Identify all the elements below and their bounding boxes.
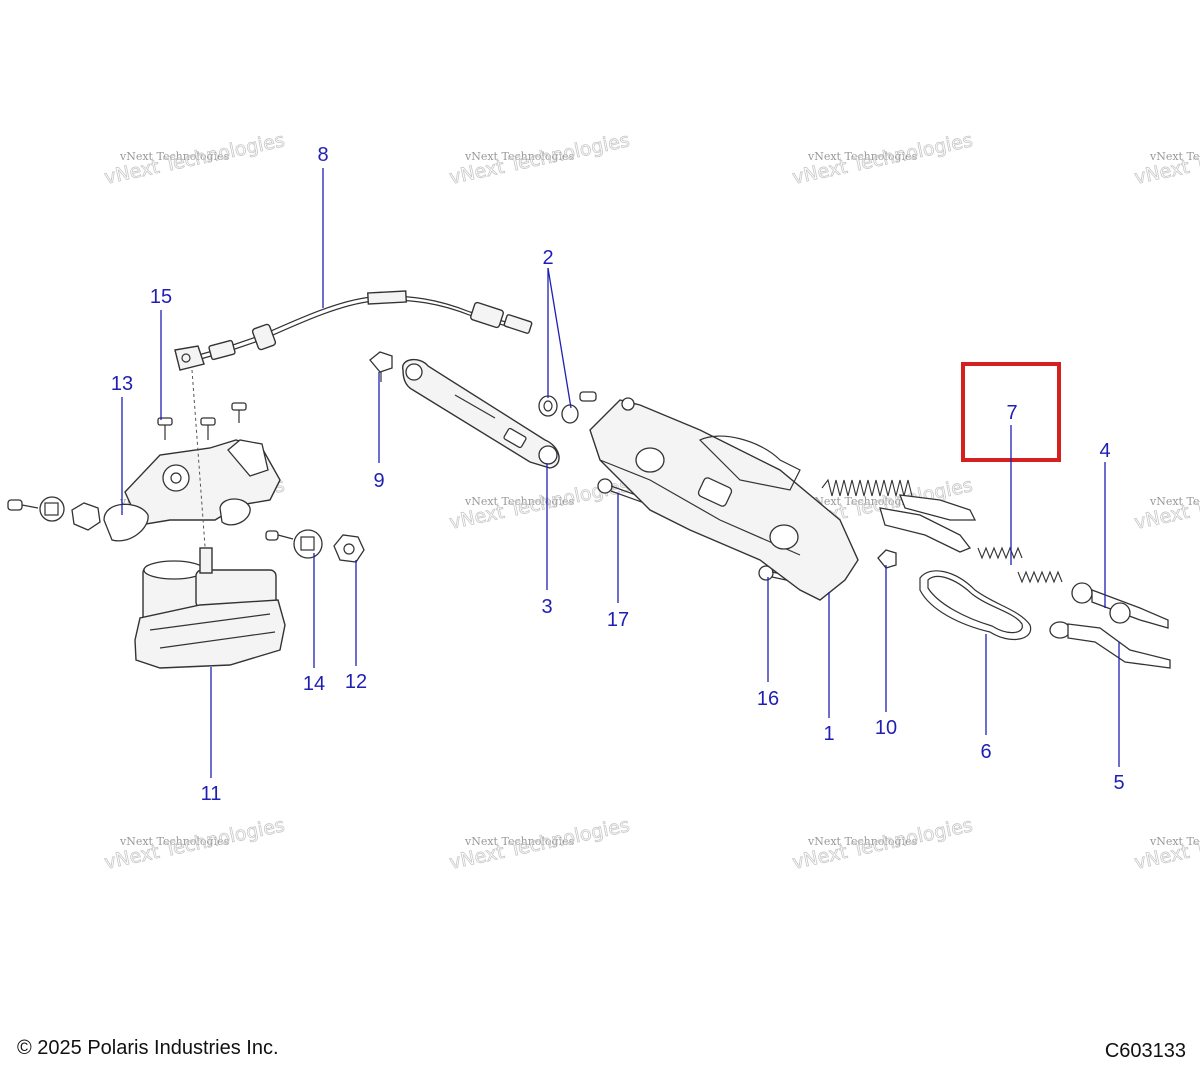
callout-3[interactable]: 3 — [541, 596, 552, 618]
svg-text:vNext Technologies: vNext Technologies — [464, 835, 575, 848]
part-12-nut — [333, 534, 365, 563]
svg-text:vNext Technologies: vNext Technologies — [1149, 495, 1200, 508]
svg-text:vNext Technologies: vNext Technologies — [464, 150, 575, 163]
watermark: vNext Technologies vNext Technologies — [1132, 129, 1200, 189]
part-14-washer — [265, 529, 323, 559]
part-15-bolts — [157, 402, 247, 440]
housing-springs — [821, 478, 977, 553]
watermark: vNext Technologies vNext Technologies — [790, 814, 975, 874]
figure-code: C603133 — [1104, 1040, 1186, 1062]
part-13-bracket — [7, 439, 281, 542]
leader-2b — [547, 267, 572, 409]
watermark: vNext Technologies vNext Technologies — [447, 814, 632, 874]
callout-2[interactable]: 2 — [542, 247, 553, 269]
svg-text:vNext Technologies: vNext Technologies — [1149, 150, 1200, 163]
callout-12[interactable]: 12 — [345, 671, 367, 693]
watermark: vNext Technologies vNext Technologies — [790, 129, 975, 189]
part-11-actuator — [134, 547, 286, 669]
callout-8[interactable]: 8 — [317, 144, 328, 166]
callout-6[interactable]: 6 — [980, 741, 991, 763]
callout-14[interactable]: 14 — [303, 673, 325, 695]
callout-10[interactable]: 10 — [875, 717, 897, 739]
part-7-springs — [977, 546, 1063, 584]
part-10-bolt — [877, 549, 897, 569]
callout-13[interactable]: 13 — [111, 373, 133, 395]
callout-17[interactable]: 17 — [607, 609, 629, 631]
part-5-shift-fork — [1049, 621, 1171, 669]
watermark: vNext Technologies vNext Technologies — [1132, 814, 1200, 874]
watermark: vNext Technologies vNext Technologies — [102, 814, 287, 874]
part-3-link-arm — [402, 359, 560, 469]
part-2-washers — [538, 395, 579, 424]
callout-7[interactable]: 7 — [1006, 402, 1017, 424]
callout-11[interactable]: 11 — [201, 783, 222, 805]
dashed-alignment — [191, 369, 207, 561]
svg-text:vNext Technologies: vNext Technologies — [807, 495, 918, 508]
callout-1[interactable]: 1 — [823, 723, 834, 745]
copyright-notice: © 2025 Polaris Industries Inc. — [17, 1037, 279, 1059]
watermark: vNext Technologies vNext Technologies — [102, 129, 287, 189]
svg-text:vNext Technologies: vNext Technologies — [119, 835, 230, 848]
watermark: vNext Technologies vNext Technologies — [1132, 474, 1200, 534]
callout-15[interactable]: 15 — [150, 286, 172, 308]
callout-9[interactable]: 9 — [373, 470, 384, 492]
svg-text:vNext Technologies: vNext Technologies — [807, 150, 918, 163]
part-6-gasket — [919, 570, 1032, 640]
part-9-bolt — [369, 351, 393, 382]
callout-4[interactable]: 4 — [1099, 440, 1110, 462]
part-8-shift-cable — [174, 290, 533, 371]
leader-lines — [121, 168, 1120, 778]
callout-16[interactable]: 16 — [757, 688, 779, 710]
callouts: 1 2 3 4 5 6 7 8 9 10 11 12 13 14 15 16 1… — [111, 144, 1125, 805]
svg-text:vNext Technologies: vNext Technologies — [807, 835, 918, 848]
part-1-housing — [579, 391, 859, 601]
callout-5[interactable]: 5 — [1113, 772, 1124, 794]
watermark: vNext Technologies vNext Technologies — [447, 129, 632, 189]
svg-text:vNext Technologies: vNext Technologies — [119, 150, 230, 163]
svg-text:vNext Technologies: vNext Technologies — [1149, 835, 1200, 848]
part-4-shift-fork — [1071, 582, 1169, 629]
